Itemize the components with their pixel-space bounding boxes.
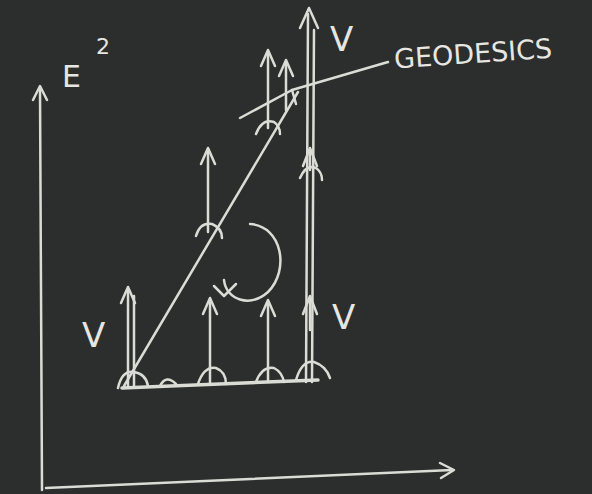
angle-mark <box>296 362 330 380</box>
vertical-axis <box>40 88 42 490</box>
angle-mark <box>256 368 284 382</box>
vector <box>209 300 212 384</box>
vector <box>267 302 270 382</box>
vector-arrowhead <box>303 148 317 166</box>
superscript: 2 <box>96 36 110 58</box>
vector-arrowhead <box>201 148 215 164</box>
leader-line <box>240 62 388 118</box>
vector <box>207 150 210 232</box>
vector-arrowhead <box>279 60 293 76</box>
axis-arrowhead <box>33 86 47 100</box>
vertical-line <box>306 14 308 382</box>
angle-mark <box>160 379 176 386</box>
angle-mark <box>118 372 148 388</box>
angle-mark <box>300 167 322 180</box>
vector-label: V <box>330 22 353 56</box>
vector-arrowhead <box>203 298 217 314</box>
angle-mark <box>196 224 222 238</box>
vector-label: V <box>332 300 355 334</box>
vector-arrowhead <box>303 296 317 314</box>
annotation-label: GEODESICS <box>393 35 553 73</box>
base-line <box>122 380 318 388</box>
vector-arrowhead <box>300 8 318 28</box>
vector <box>267 52 270 128</box>
horizontal-axis <box>46 470 452 488</box>
vector <box>309 300 312 330</box>
angle-mark <box>256 121 280 134</box>
vector-label: V <box>82 318 105 352</box>
vector <box>285 62 288 110</box>
leader-line <box>292 90 296 104</box>
vector-arrowhead <box>261 300 275 316</box>
hypotenuse <box>124 92 298 386</box>
angle-mark <box>198 368 226 384</box>
rotation-arrowhead <box>214 284 236 296</box>
vector-arrowhead <box>261 50 275 66</box>
axis-arrowhead <box>440 463 454 478</box>
axis-label: E <box>62 62 81 92</box>
